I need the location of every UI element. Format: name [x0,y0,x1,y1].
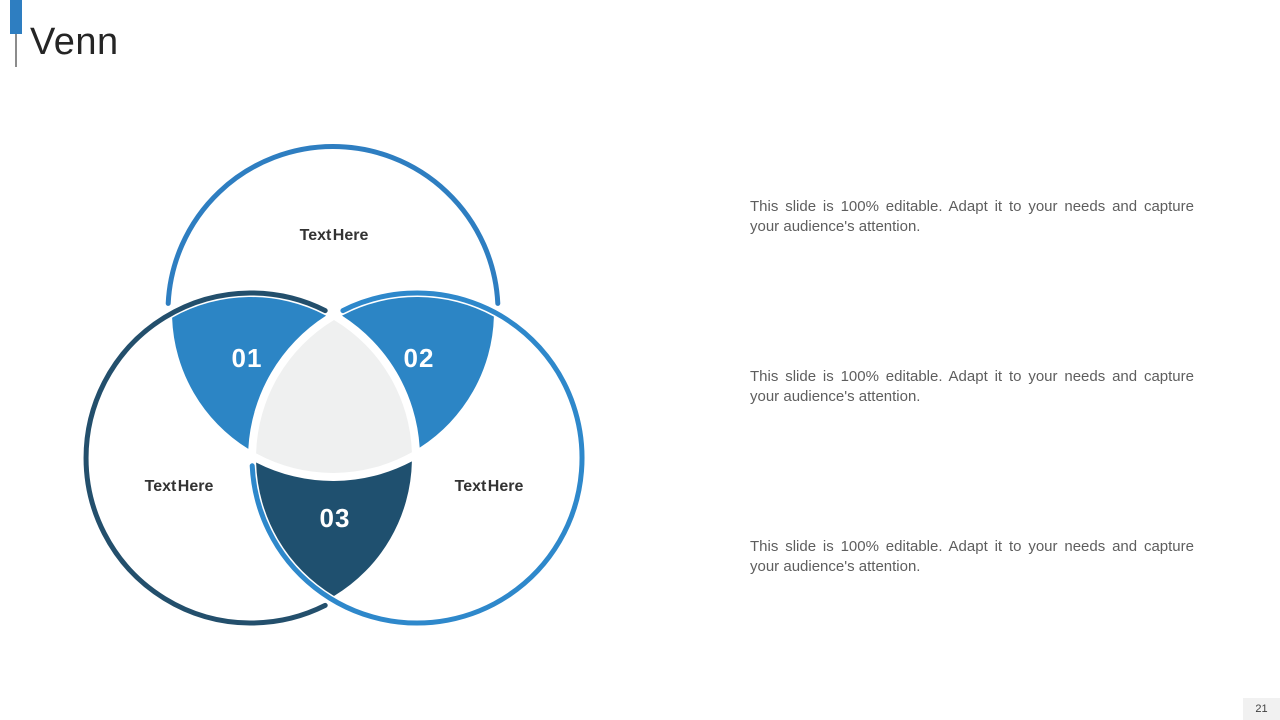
venn-number-01: 01 [232,343,263,373]
note-text-1: This slide is 100% editable. Adapt it to… [750,198,1194,235]
venn-label-top: Text Here [300,227,369,244]
note-text-3: This slide is 100% editable. Adapt it to… [750,538,1194,575]
page-title: Venn [30,21,119,63]
venn-number-03: 03 [320,503,351,533]
left-circle-outline [83,290,328,626]
note-text-2: This slide is 100% editable. Adapt it to… [750,368,1194,405]
page-number-badge: 21 [1243,698,1280,720]
venn-region-01 [172,297,327,449]
venn-region-center [256,320,412,473]
venn-label-left: Text Here [145,478,214,495]
venn-region-02 [342,297,494,448]
top-circle-outline [165,144,501,306]
venn-label-right: Text Here [455,478,524,495]
venn-number-02: 02 [404,343,435,373]
venn-region-03 [256,461,412,596]
title-accent-bar [10,0,22,34]
page-number: 21 [1255,703,1268,715]
title-accent-tail [15,34,17,67]
right-circle-outline [249,290,585,626]
